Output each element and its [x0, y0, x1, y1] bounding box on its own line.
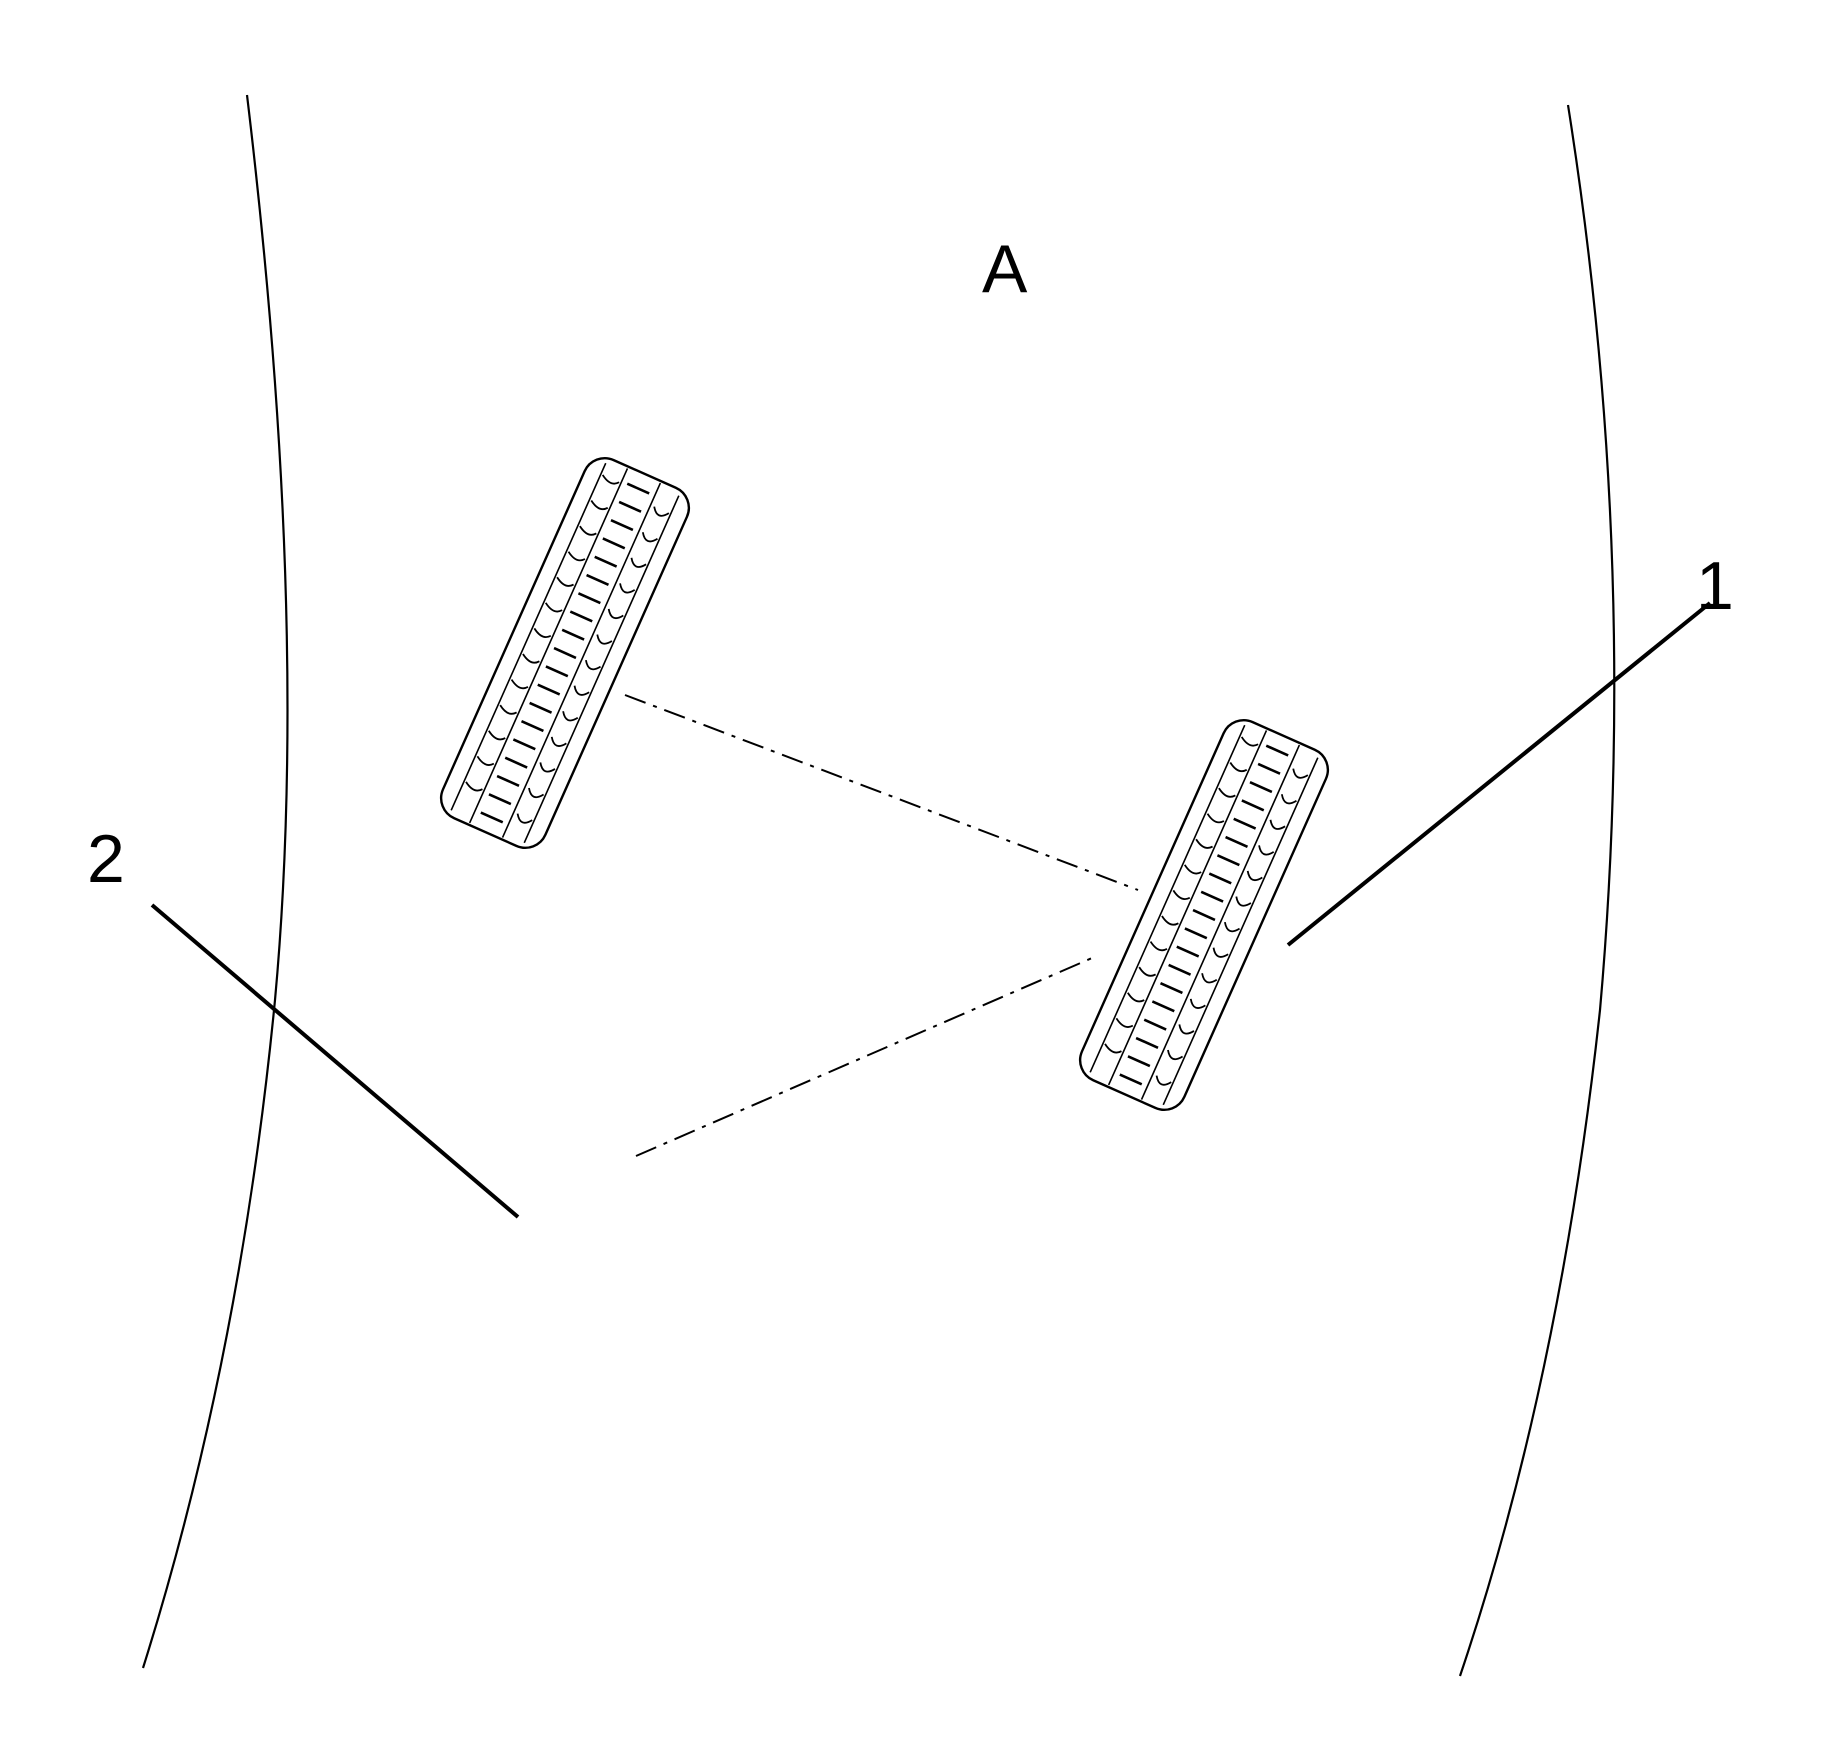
road-edge-left	[141, 94, 289, 1669]
callout-leader-2	[150, 903, 520, 1219]
axle-centerline-lower	[635, 957, 1093, 1157]
road-edge-right	[1458, 104, 1616, 1677]
tire-front	[1078, 719, 1330, 1111]
callout-leader-1	[1286, 601, 1712, 947]
callout-label-1: 1	[1696, 548, 1734, 624]
region-label-a: A	[982, 231, 1028, 307]
tire-tread-icon	[439, 457, 691, 849]
axle-centerline-upper	[624, 694, 1139, 891]
tire-rear	[439, 457, 691, 849]
callout-label-2: 2	[87, 821, 125, 897]
tire-tread-icon	[1078, 719, 1330, 1111]
